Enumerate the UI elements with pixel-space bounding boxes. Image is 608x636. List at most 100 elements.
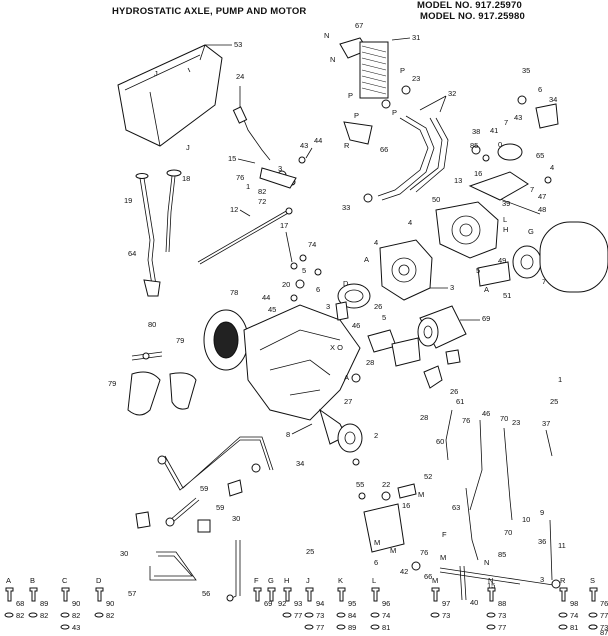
svg-text:46: 46 xyxy=(352,321,360,330)
svg-text:N: N xyxy=(330,55,335,64)
washer-icon xyxy=(558,612,568,618)
svg-text:H: H xyxy=(503,225,508,234)
bolt-icon xyxy=(29,587,38,602)
svg-text:26: 26 xyxy=(450,387,458,396)
svg-text:5: 5 xyxy=(476,266,480,275)
svg-text:67: 67 xyxy=(355,21,363,30)
svg-text:5: 5 xyxy=(382,313,386,322)
bolt-icon xyxy=(267,587,276,602)
svg-text:6: 6 xyxy=(316,285,320,294)
svg-text:70: 70 xyxy=(504,528,512,537)
part-16-valve-body: 55 22 52 M 16 M M 6 xyxy=(356,472,432,567)
svg-text:7: 7 xyxy=(542,277,546,286)
bolt-icon xyxy=(305,587,314,602)
hardware-letter: F xyxy=(254,576,259,585)
svg-text:39: 39 xyxy=(502,199,510,208)
svg-text:37: 37 xyxy=(542,419,550,428)
hardware-part-number: 73 xyxy=(498,611,506,620)
hardware-part-number: 93 xyxy=(294,599,302,608)
bolt-icon xyxy=(337,587,346,602)
svg-text:P: P xyxy=(354,111,359,120)
hardware-letter: L xyxy=(372,576,376,585)
hardware-letter: M xyxy=(432,576,438,585)
svg-text:M: M xyxy=(390,546,396,555)
svg-text:33: 33 xyxy=(342,203,350,212)
svg-text:42: 42 xyxy=(400,567,408,576)
svg-text:1: 1 xyxy=(246,182,250,191)
svg-text:J: J xyxy=(186,143,190,152)
bolt-icon xyxy=(283,587,292,602)
svg-text:A: A xyxy=(484,285,489,294)
hardware-part-number: 81 xyxy=(570,623,578,632)
svg-text:79: 79 xyxy=(108,379,116,388)
svg-text:66: 66 xyxy=(380,145,388,154)
hardware-part-number: 76 xyxy=(600,599,608,608)
hardware-part-number: 43 xyxy=(72,623,80,632)
svg-text:38: 38 xyxy=(472,127,480,136)
svg-text:X O: X O xyxy=(330,343,343,352)
svg-text:R: R xyxy=(344,141,350,150)
part-cluster-17-74: 17 74 20 5 44 45 6 xyxy=(262,221,322,314)
svg-text:36: 36 xyxy=(538,537,546,546)
svg-text:69: 69 xyxy=(482,314,490,323)
svg-text:N: N xyxy=(484,558,489,567)
washer-icon xyxy=(430,612,440,618)
svg-text:3: 3 xyxy=(540,575,544,584)
svg-text:1: 1 xyxy=(558,375,562,384)
svg-text:85: 85 xyxy=(498,550,506,559)
svg-text:76: 76 xyxy=(420,548,428,557)
svg-text:76: 76 xyxy=(236,173,244,182)
hardware-part-number: 82 xyxy=(16,611,24,620)
svg-text:34: 34 xyxy=(296,459,304,468)
svg-text:70: 70 xyxy=(500,414,508,423)
washer-icon xyxy=(60,624,70,630)
svg-text:48: 48 xyxy=(538,205,546,214)
hardware-part-number: 90 xyxy=(72,599,80,608)
svg-text:41: 41 xyxy=(490,126,498,135)
part-34-tube: 34 xyxy=(157,436,304,491)
svg-text:J: J xyxy=(154,69,158,78)
hardware-part-number: 97 xyxy=(442,599,450,608)
hardware-part-number: 74 xyxy=(570,611,578,620)
svg-text:M: M xyxy=(374,538,380,547)
part-8-axle-housing: 78 2 8 X O 3 xyxy=(203,288,378,466)
svg-text:9: 9 xyxy=(540,508,544,517)
svg-text:5: 5 xyxy=(302,266,306,275)
svg-text:3: 3 xyxy=(326,302,330,311)
svg-text:74: 74 xyxy=(308,240,316,249)
hardware-letter: K xyxy=(338,576,343,585)
washer-icon xyxy=(94,612,104,618)
hardware-part-number: 69 xyxy=(264,599,272,608)
hardware-part-number: 95 xyxy=(348,599,356,608)
hardware-letter: G xyxy=(268,576,274,585)
hardware-letter: D xyxy=(96,576,102,585)
svg-text:57: 57 xyxy=(128,589,136,598)
svg-text:65: 65 xyxy=(536,151,544,160)
part-66-bracket: P R 66 xyxy=(343,111,388,154)
svg-text:44: 44 xyxy=(314,136,322,145)
svg-text:44: 44 xyxy=(262,293,270,302)
washer-icon xyxy=(558,624,568,630)
svg-text:15: 15 xyxy=(228,154,236,163)
part-26-seal: 26 D 46 xyxy=(335,279,382,330)
part-4-pump-right: 4 50 39 L H 13 16 7 47 48 xyxy=(408,169,546,259)
part-18-19-dipstick-tube: 19 18 64 xyxy=(124,169,190,297)
washer-icon xyxy=(28,612,38,618)
svg-text:61: 61 xyxy=(456,397,464,406)
hardware-part-number: 68 xyxy=(16,599,24,608)
svg-text:G: G xyxy=(528,227,534,236)
svg-text:34: 34 xyxy=(549,95,557,104)
svg-text:3: 3 xyxy=(278,164,282,173)
svg-text:32: 32 xyxy=(448,89,456,98)
hardware-letter: C xyxy=(62,576,68,585)
svg-text:27: 27 xyxy=(344,397,352,406)
part-31-spring: 67 N N 31 P P xyxy=(324,21,420,100)
part-cluster-linkage: 15 76 1 82 72 3 43 44 xyxy=(228,136,322,206)
hardware-letter: H xyxy=(284,576,289,585)
svg-text:N: N xyxy=(324,31,329,40)
